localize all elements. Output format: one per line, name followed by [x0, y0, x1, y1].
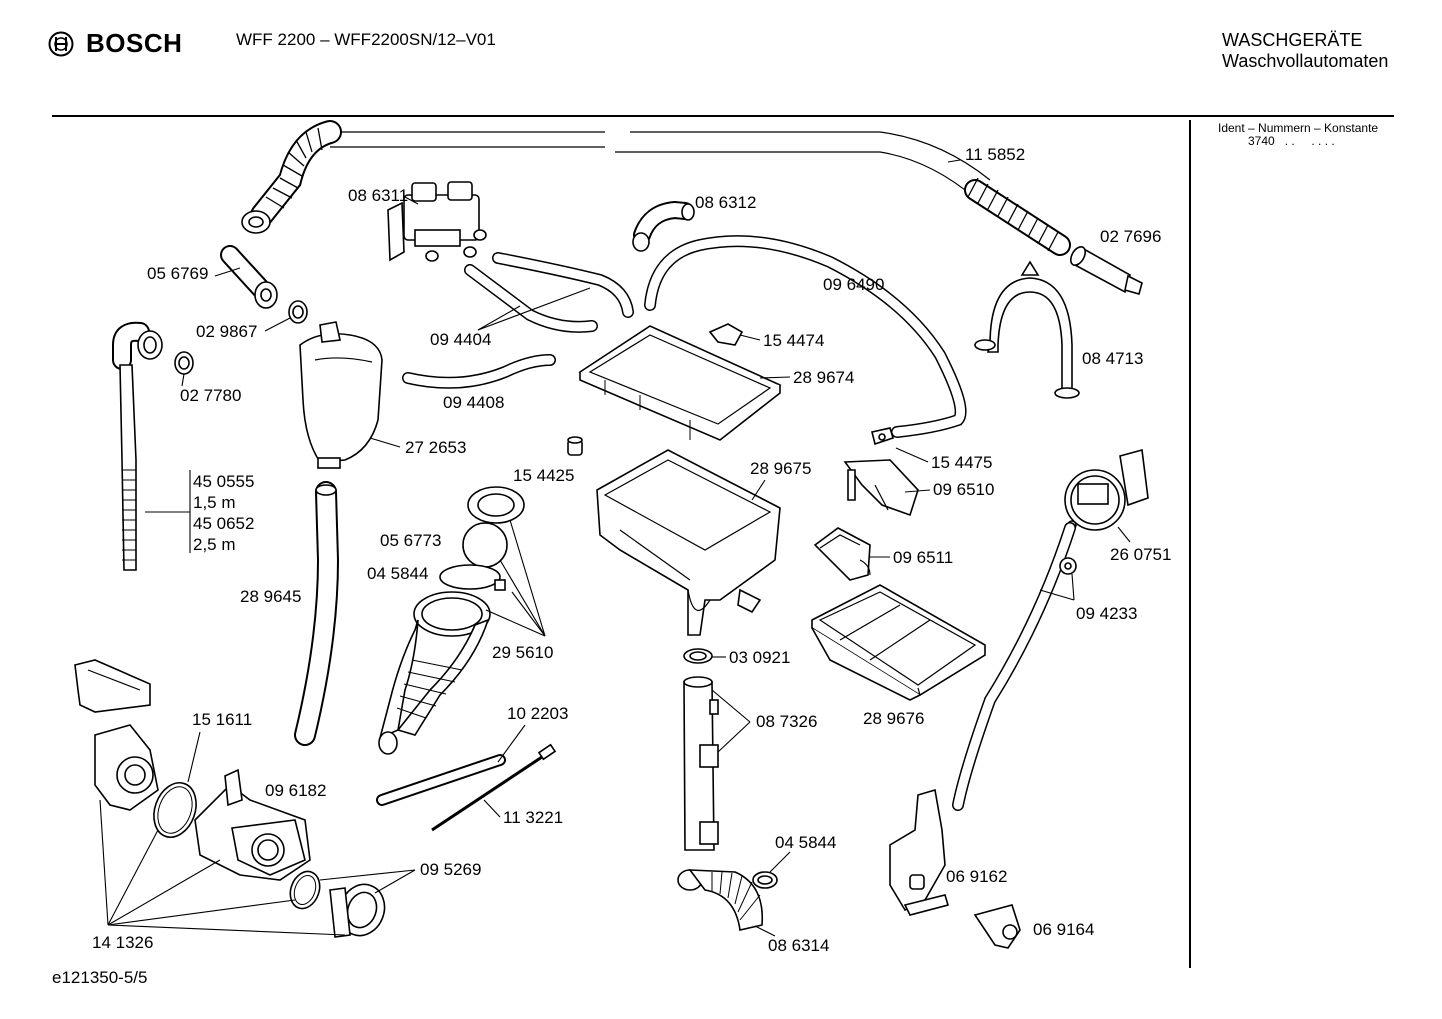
- label-154474: 15 4474: [763, 331, 824, 350]
- leaders-141326: [99, 799, 346, 936]
- category-subtitle: Waschvollautomaten: [1222, 51, 1389, 71]
- category-title: WASCHGERÄTE: [1222, 30, 1363, 50]
- ident-value: 3740 . . . . . .: [1248, 134, 1335, 148]
- drain-pump: [94, 724, 159, 811]
- drain-hose-long: [241, 120, 1071, 256]
- pump-housing: [194, 768, 311, 881]
- document-id: e121350-5/5: [52, 968, 148, 987]
- hose-nipple: [567, 436, 583, 456]
- label-056773: 05 6773: [380, 531, 441, 550]
- label-295610: 29 5610: [492, 643, 553, 662]
- label-272653: 27 2653: [405, 438, 466, 457]
- label-045844-b: 04 5844: [775, 833, 836, 852]
- label-086314: 08 6314: [768, 936, 829, 955]
- label-094408: 09 4408: [443, 393, 504, 412]
- drain-hose: [112, 321, 163, 571]
- hose-clamp-ring: [174, 351, 194, 375]
- label-027696: 02 7696: [1100, 227, 1161, 246]
- standpipe: [683, 648, 719, 851]
- thin-hose-short: [402, 354, 556, 389]
- label-096182: 09 6182: [265, 781, 326, 800]
- drain-elbow: [677, 869, 778, 931]
- filter-seal: [289, 870, 321, 910]
- ident-label: Ident – Nummern – Konstante: [1218, 121, 1379, 135]
- label-096511: 09 6511: [893, 548, 953, 567]
- label-087326: 08 7326: [756, 712, 817, 731]
- label-115852: 11 5852: [965, 145, 1025, 164]
- label-045844-a: 04 5844: [367, 564, 428, 583]
- hose-connector: [871, 427, 894, 446]
- pump-cover: [74, 659, 151, 713]
- dosing-chamber: [299, 321, 383, 469]
- label-084713: 08 4713: [1082, 349, 1143, 368]
- pump-seal-ring: [153, 782, 197, 838]
- label-096490: 09 6490: [823, 275, 884, 294]
- water-inlet-valve: [387, 181, 487, 262]
- hose-elbow: [220, 245, 278, 309]
- detergent-drawer-cover: [578, 325, 782, 441]
- label-086311: 08 6311: [348, 186, 408, 205]
- label-450652: 45 0652: [193, 514, 254, 533]
- bosch-logo: BOSCH: [48, 28, 182, 59]
- label-086312: 08 6312: [695, 193, 756, 212]
- label-027780: 02 7780: [180, 386, 241, 405]
- label-154425: 15 4425: [513, 466, 574, 485]
- dispenser-housing: [596, 449, 781, 636]
- label-069164: 06 9164: [1033, 920, 1094, 939]
- label-096510: 09 6510: [933, 480, 994, 499]
- short-hose: [376, 754, 506, 806]
- hose-bracket: [974, 260, 1080, 399]
- label-length-2: 2,5 m: [193, 535, 236, 554]
- label-length-1: 1,5 m: [193, 493, 236, 512]
- flow-guide: [843, 459, 919, 517]
- label-094233: 09 4233: [1076, 604, 1137, 623]
- model-title: WFF 2200 – WFF2200SN/12–V01: [236, 30, 496, 49]
- label-102203: 10 2203: [507, 704, 568, 723]
- label-289676: 28 9676: [863, 709, 924, 728]
- label-113221: 11 3221: [503, 808, 563, 827]
- hose-holder-bracket: [889, 788, 950, 916]
- seal-ring: [288, 300, 308, 324]
- label-094404: 09 4404: [430, 330, 491, 349]
- long-thin-hose: [644, 235, 967, 438]
- hose-plug: [1069, 246, 1143, 295]
- label-029867: 02 9867: [196, 322, 257, 341]
- small-hose-elbow: [632, 200, 695, 252]
- brand-name: BOSCH: [86, 28, 183, 58]
- label-069162: 06 9162: [946, 867, 1007, 886]
- pressure-hose: [952, 522, 1077, 811]
- label-289674: 28 9674: [793, 368, 854, 387]
- bosch-armature-icon: [48, 31, 74, 56]
- siphon-insert: [813, 527, 871, 581]
- label-030921: 03 0921: [729, 648, 790, 667]
- sump-hose-assembly: [378, 486, 525, 755]
- label-450555: 45 0555: [193, 472, 254, 491]
- valve-cap: [973, 904, 1021, 949]
- dispenser-drain-hose: [294, 481, 340, 746]
- temperature-sensor-rod: [431, 743, 557, 832]
- label-095269: 09 5269: [420, 860, 481, 879]
- pump-filter: [329, 883, 386, 938]
- valve-hoses: [464, 252, 634, 333]
- label-289645: 28 9645: [240, 587, 301, 606]
- label-056769: 05 6769: [147, 264, 208, 283]
- small-clip: [708, 323, 744, 346]
- label-289675: 28 9675: [750, 459, 811, 478]
- label-260751: 26 0751: [1110, 545, 1171, 564]
- label-141326: 14 1326: [92, 933, 153, 952]
- pressure-switch: [1064, 448, 1149, 531]
- detergent-drawer: [811, 584, 986, 701]
- label-154475: 15 4475: [931, 453, 992, 472]
- label-151611: 15 1611: [192, 710, 252, 729]
